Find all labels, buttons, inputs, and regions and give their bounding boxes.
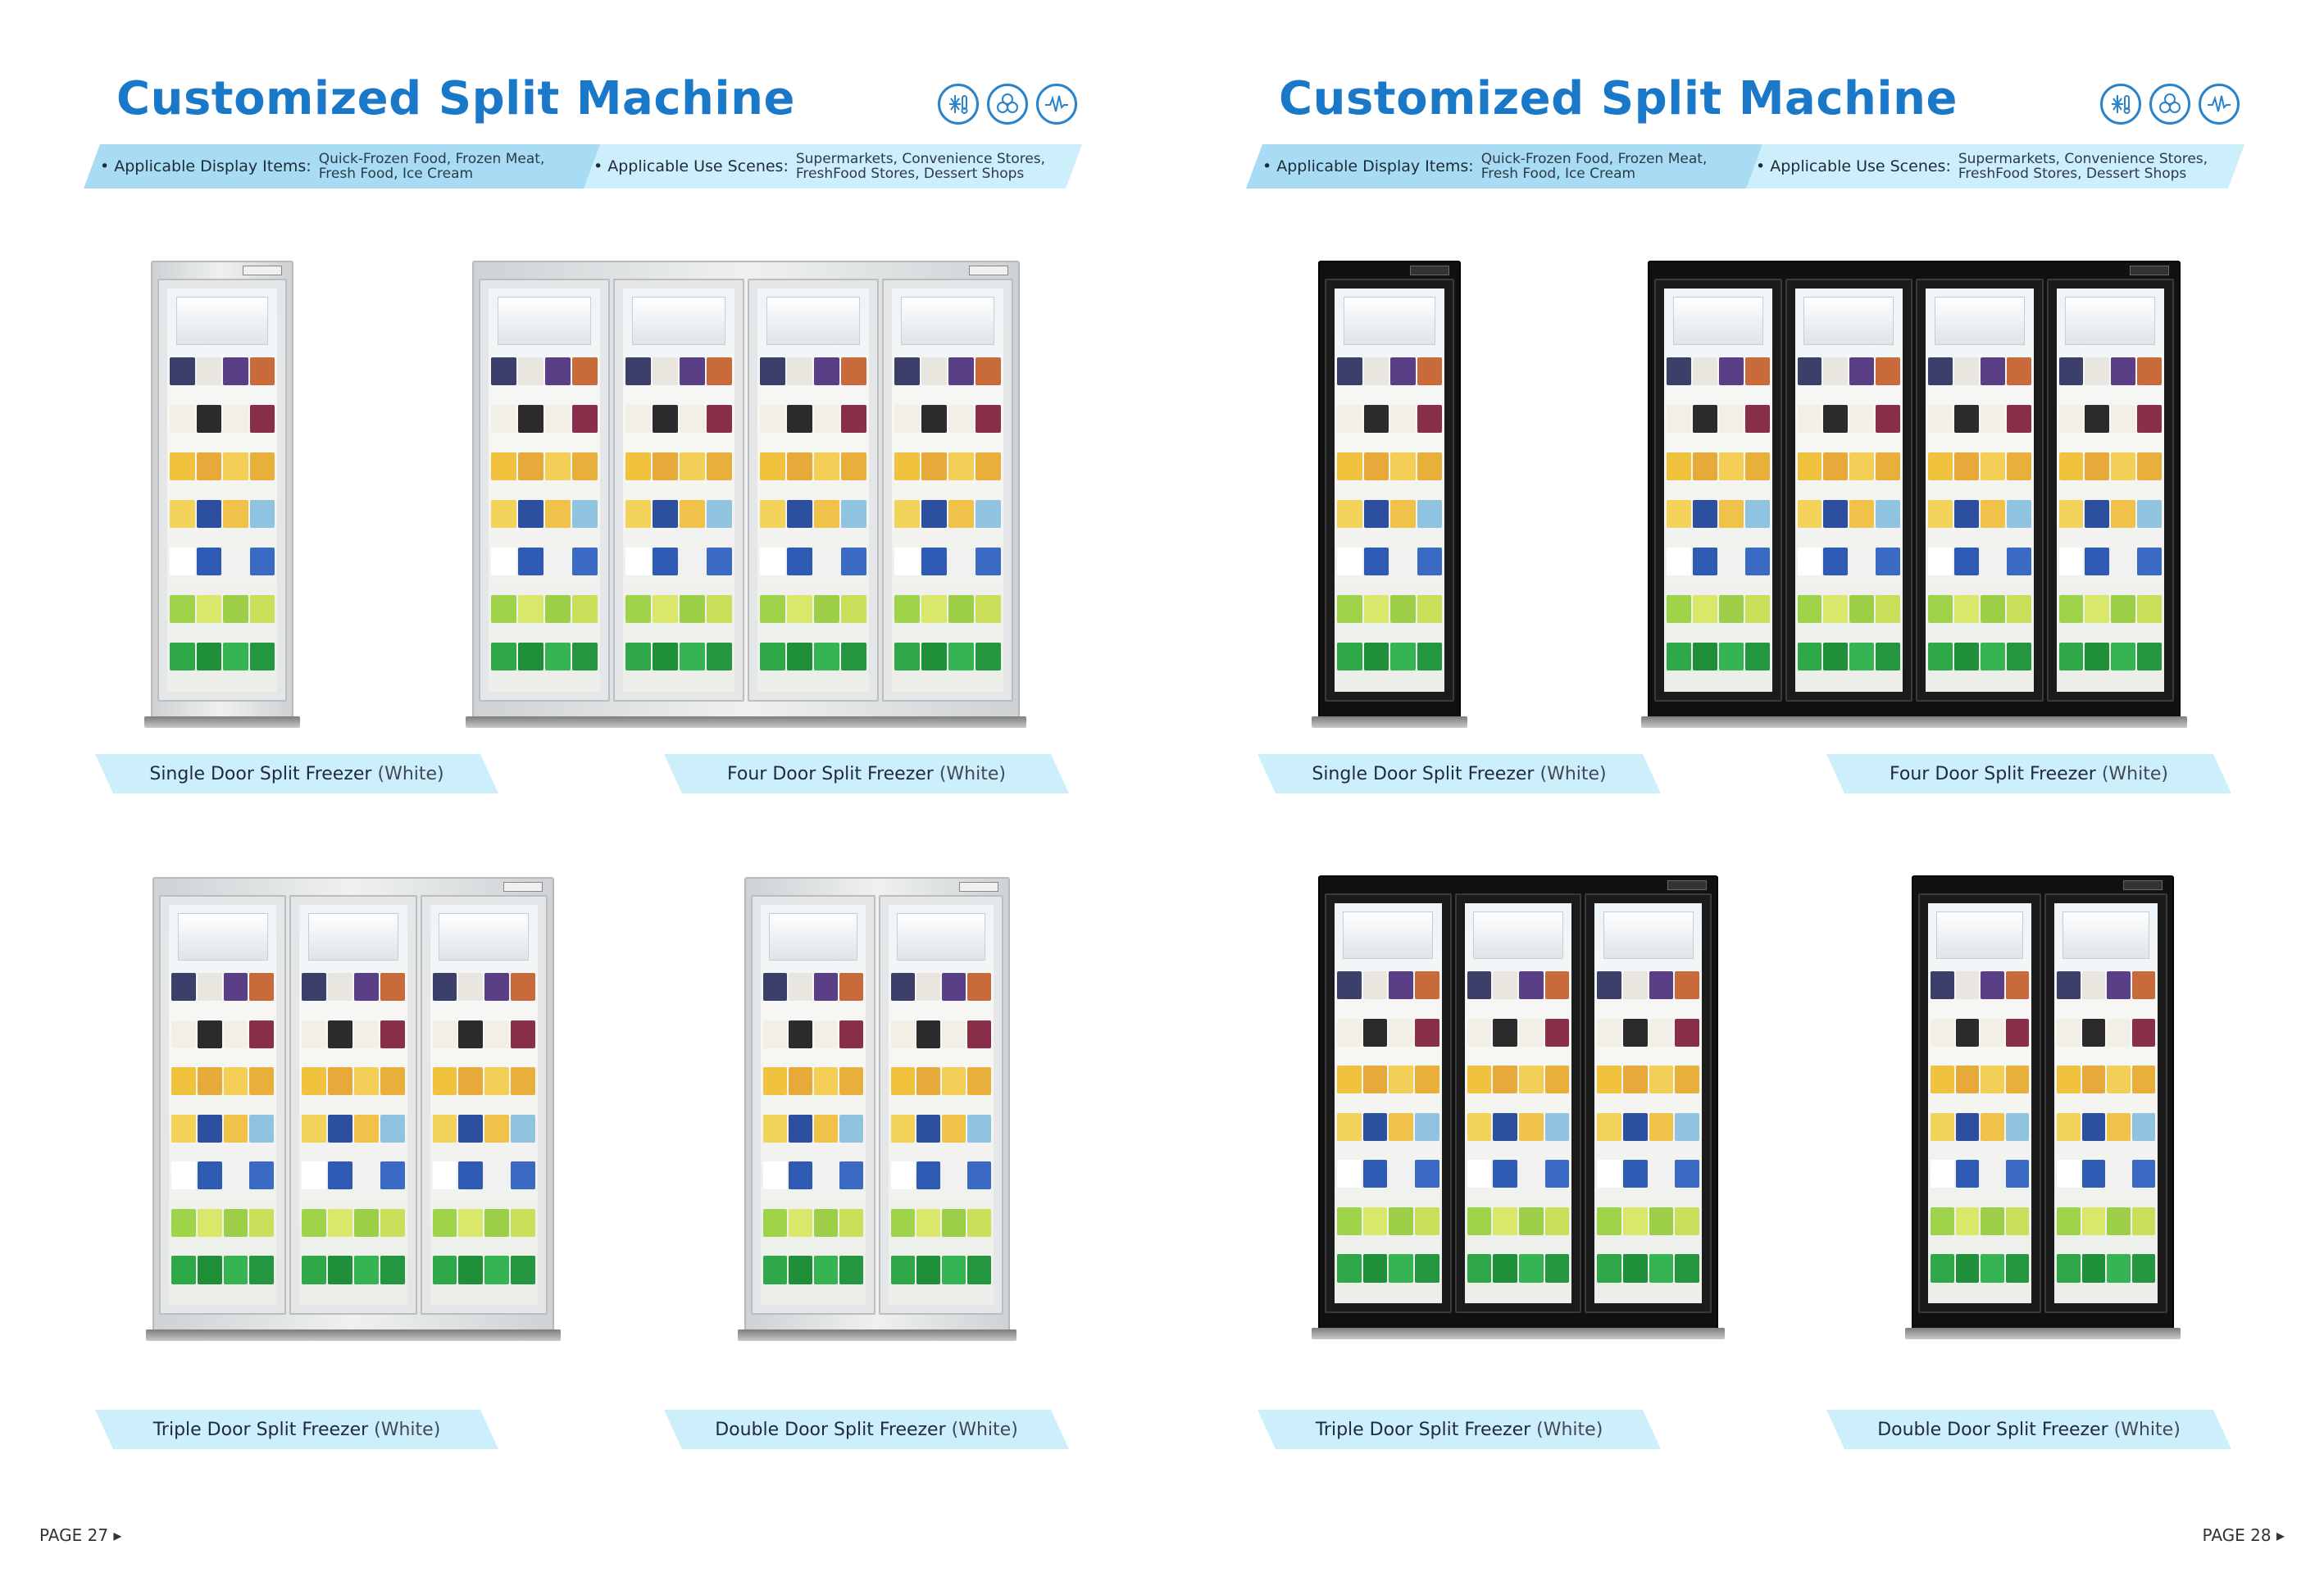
caption-four-door: Four Door Split Freezer(White) bbox=[1826, 754, 2231, 793]
four-door-freezer-image bbox=[466, 261, 1026, 728]
caption-triple-door: Triple Door Split Freezer(White) bbox=[1258, 1410, 1661, 1449]
double-door-freezer-image bbox=[1905, 875, 2181, 1339]
display-items-label: • Applicable Display Items: bbox=[1262, 157, 1474, 175]
pulse-wave-icon bbox=[2199, 84, 2240, 125]
pulse-wave-icon bbox=[1036, 84, 1077, 125]
page-number: PAGE 28 ▸ bbox=[2202, 1525, 2285, 1545]
page-title: Customized Split Machine bbox=[1279, 72, 1958, 125]
triple-door-freezer-image bbox=[146, 877, 561, 1341]
info-bar: • Applicable Display Items: Quick-Frozen… bbox=[84, 144, 1082, 189]
caption-triple-door: Triple Door Split Freezer(White) bbox=[95, 1410, 498, 1449]
triple-door-freezer-image bbox=[1312, 875, 1725, 1339]
caption-double-door: Double Door Split Freezer(White) bbox=[664, 1410, 1069, 1449]
display-items: • Applicable Display Items: Quick-Frozen… bbox=[1262, 144, 1707, 189]
four-door-freezer-image bbox=[1641, 261, 2187, 728]
display-items-value: Quick-Frozen Food, Frozen Meat,Fresh Foo… bbox=[318, 151, 545, 182]
caption-single-door: Single Door Split Freezer(White) bbox=[1258, 754, 1661, 793]
feature-icons bbox=[2100, 84, 2240, 125]
fan-icon bbox=[987, 84, 1028, 125]
use-scenes-label: • Applicable Use Scenes: bbox=[594, 157, 789, 175]
double-door-freezer-image bbox=[738, 877, 1016, 1341]
display-items: • Applicable Display Items: Quick-Frozen… bbox=[100, 144, 544, 189]
caption-single-door: Single Door Split Freezer(White) bbox=[95, 754, 498, 793]
info-bar: • Applicable Display Items: Quick-Frozen… bbox=[1246, 144, 2244, 189]
snowflake-thermometer-icon bbox=[2100, 84, 2141, 125]
page-27: Customized Split Machine • Applicable Di… bbox=[39, 72, 1162, 1545]
use-scenes: • Applicable Use Scenes: Supermarkets, C… bbox=[1756, 144, 2208, 189]
display-items-value: Quick-Frozen Food, Frozen Meat,Fresh Foo… bbox=[1480, 151, 1708, 182]
display-items-label: • Applicable Display Items: bbox=[100, 157, 312, 175]
use-scenes-value: Supermarkets, Convenience Stores,FreshFo… bbox=[795, 151, 1046, 182]
single-door-freezer-image bbox=[144, 261, 300, 728]
snowflake-thermometer-icon bbox=[938, 84, 979, 125]
page-title: Customized Split Machine bbox=[116, 72, 795, 125]
feature-icons bbox=[938, 84, 1077, 125]
fan-icon bbox=[2149, 84, 2190, 125]
use-scenes-label: • Applicable Use Scenes: bbox=[1756, 157, 1951, 175]
caption-four-door: Four Door Split Freezer(White) bbox=[664, 754, 1069, 793]
use-scenes: • Applicable Use Scenes: Supermarkets, C… bbox=[594, 144, 1045, 189]
single-door-freezer-image bbox=[1312, 261, 1467, 728]
caption-double-door: Double Door Split Freezer(White) bbox=[1826, 1410, 2231, 1449]
page-28: Customized Split Machine • Applicable Di… bbox=[1162, 0, 2324, 1577]
use-scenes-value: Supermarkets, Convenience Stores,FreshFo… bbox=[1958, 151, 2208, 182]
page-number: PAGE 27 ▸ bbox=[39, 1525, 122, 1545]
